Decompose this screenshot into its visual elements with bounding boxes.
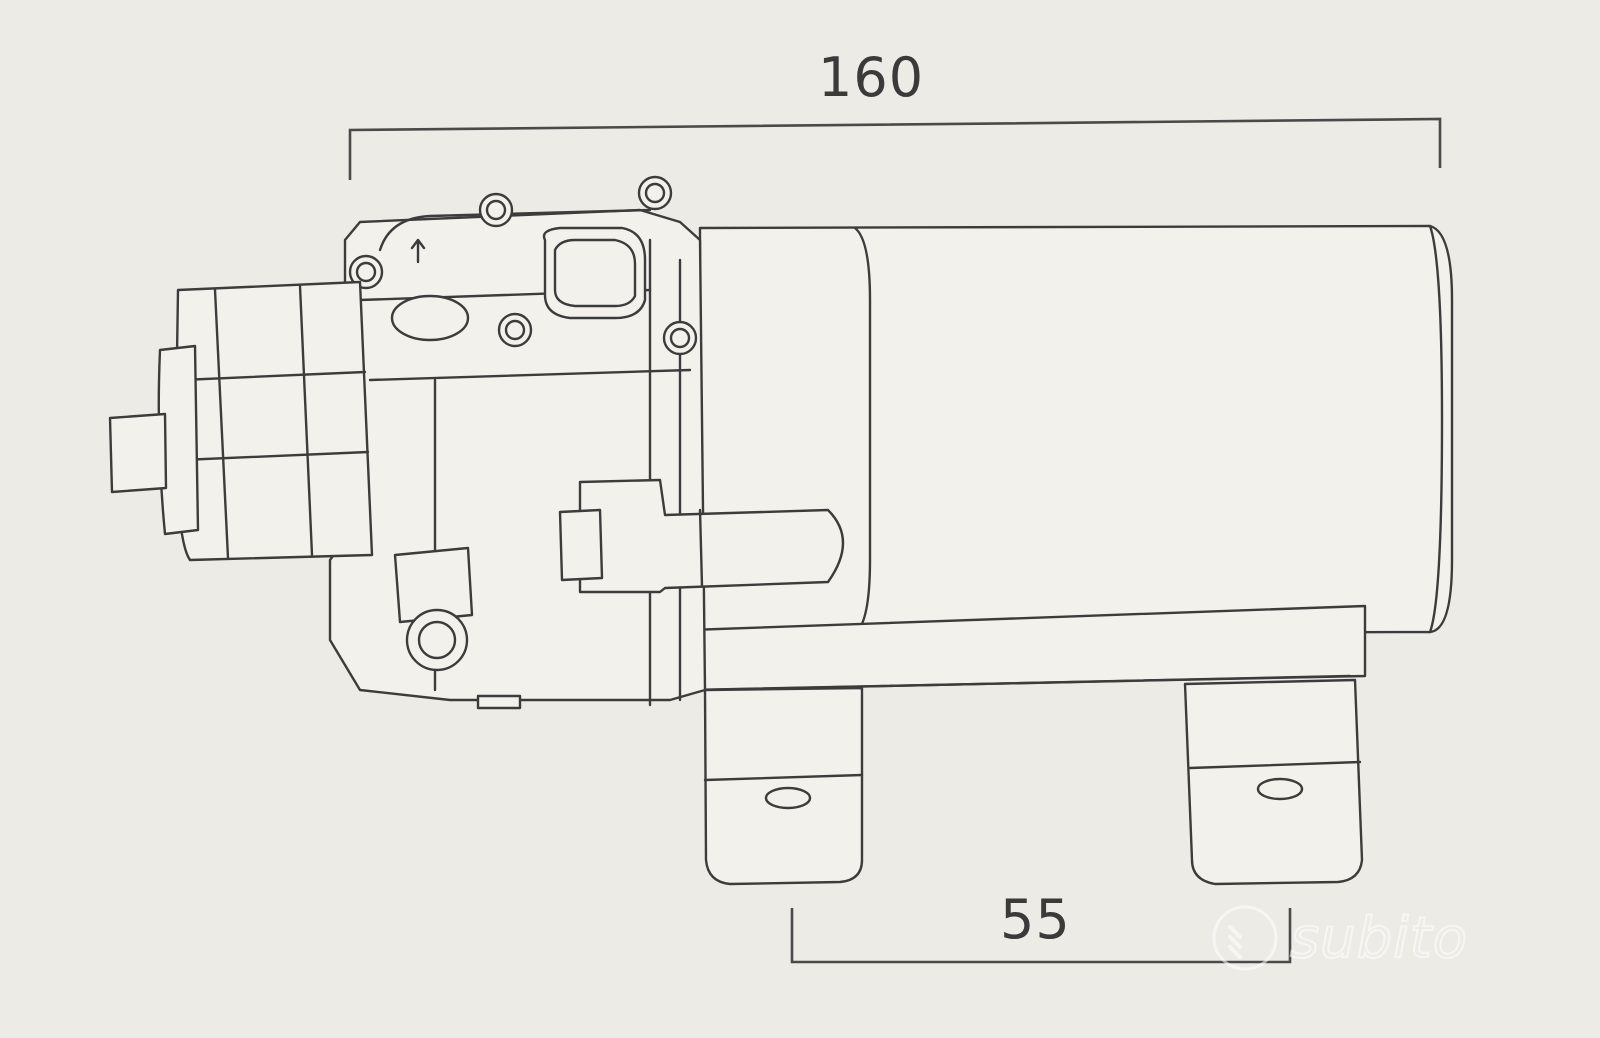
right-mounting-foot [1183, 678, 1364, 886]
pump-head [328, 208, 707, 707]
subito-logo-icon [1212, 905, 1278, 971]
watermark-text: subito [1289, 905, 1468, 972]
side-barb-fitting [558, 478, 845, 594]
inlet-port-block [108, 280, 374, 562]
overall-length-label: 160 [818, 46, 925, 109]
watermark: subito [1210, 903, 1468, 973]
mount-spacing-label: 55 [1000, 888, 1071, 951]
overall-length-dimension-line [348, 117, 1442, 180]
outlet-fitting [393, 546, 522, 710]
motor-body [698, 224, 1454, 636]
screw-heads [348, 175, 698, 356]
left-mounting-foot [703, 686, 864, 886]
mount-spacing-dimension-line [790, 908, 1292, 964]
